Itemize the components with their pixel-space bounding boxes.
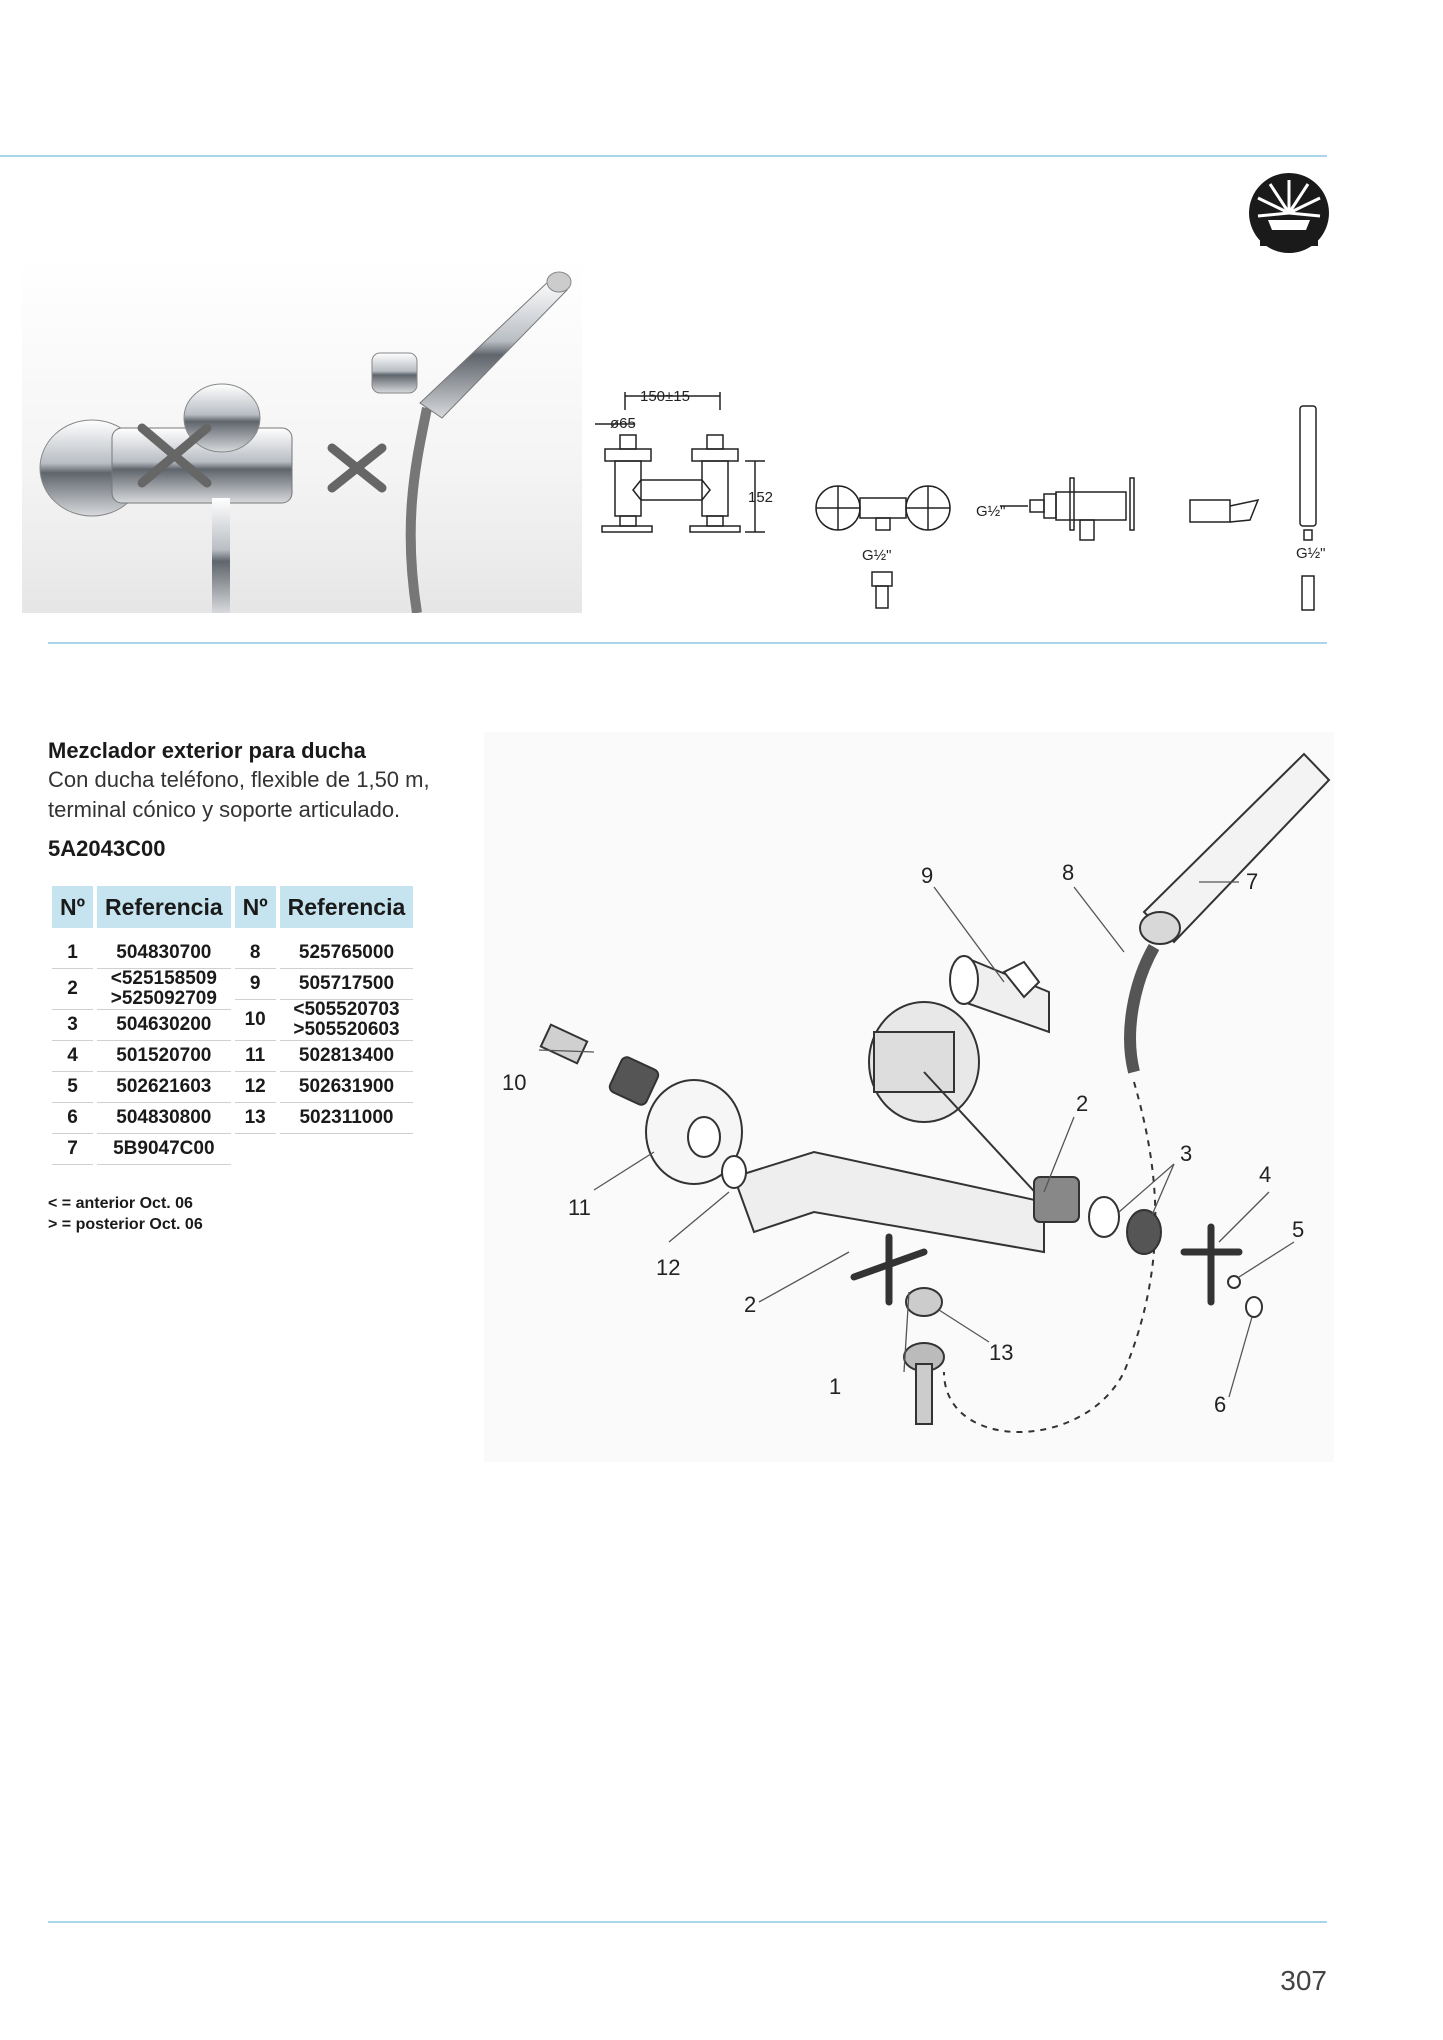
part-number: 8 [234, 938, 276, 969]
part-reference-line: <525158509 [110, 968, 217, 989]
part-reference: <525158509 >525092709 [97, 969, 231, 1010]
table-row: 10 <505520703 >505520603 [52, 1000, 414, 1041]
table-row: 6 504830800 13 502311000 [52, 1103, 414, 1134]
shower-category-icon [1249, 173, 1329, 253]
part-reference: 504630200 [97, 1010, 231, 1041]
svg-text:G½": G½" [1296, 545, 1326, 562]
part-number: 9 [234, 969, 276, 1000]
svg-text:152: 152 [748, 489, 773, 506]
part-reference: 502813400 [279, 1041, 414, 1072]
callout-label: 5 [1292, 1217, 1304, 1242]
header-number: Nº [52, 886, 94, 928]
product-title: Mezclador exterior para ducha [48, 738, 366, 763]
top-rule [0, 155, 1327, 157]
callout-label: 2 [744, 1292, 756, 1317]
callout-label: 7 [1246, 869, 1258, 894]
callout-label: 4 [1259, 1162, 1271, 1187]
part-number: 10 [234, 1000, 276, 1041]
product-description-line2: terminal cónico y soporte articulado. [48, 797, 401, 822]
part-number: 12 [234, 1072, 276, 1103]
table-row: 7 5B9047C00 [52, 1134, 413, 1165]
header-reference: Referencia [97, 886, 231, 928]
product-description-line1: Con ducha teléfono, flexible de 1,50 m, [48, 767, 430, 792]
part-reference: 504830700 [97, 938, 231, 969]
dimension-drawings: 150±15 ø65 152 G½" G½" G½" [595, 388, 1326, 611]
callout-label: 2 [1076, 1091, 1088, 1116]
table-row: 3 504630200 [52, 1010, 413, 1041]
svg-text:ø65: ø65 [610, 415, 636, 432]
part-reference: 502311000 [279, 1103, 414, 1134]
part-reference-line: <505520703 [293, 999, 400, 1020]
exploded-view-diagram: 9 8 7 10 11 12 2 1 2 3 4 5 6 13 [484, 732, 1334, 1462]
callout-label: 3 [1180, 1141, 1192, 1166]
middle-rule [48, 642, 1327, 644]
part-reference: <505520703 >505520603 [279, 999, 414, 1041]
part-number: 2 [52, 969, 94, 1010]
table-row: 1 504830700 8 525765000 [52, 938, 414, 969]
page-number: 307 [1280, 1965, 1327, 1996]
header-reference: Referencia [279, 886, 414, 928]
part-number: 3 [52, 1010, 94, 1041]
table-row: 4 501520700 11 502813400 [52, 1041, 414, 1072]
table-row: 2 <525158509 >525092709 9 505717500 [52, 969, 414, 1010]
legend-line: < = anterior Oct. 06 [48, 1195, 193, 1212]
product-code: 5A2043C00 [48, 836, 166, 861]
callout-label: 9 [921, 863, 933, 888]
part-number: 6 [52, 1103, 94, 1134]
product-info: Mezclador exterior para ducha Con ducha … [48, 738, 488, 862]
svg-text:150±15: 150±15 [640, 388, 690, 405]
part-number: 5 [52, 1072, 94, 1103]
svg-text:G½": G½" [862, 547, 892, 564]
part-number: 1 [52, 938, 94, 969]
part-reference: 502621603 [97, 1072, 231, 1103]
callout-label: 1 [829, 1374, 841, 1399]
part-reference: 502631900 [279, 1072, 414, 1103]
callout-label: 10 [502, 1070, 526, 1095]
part-number: 13 [234, 1103, 276, 1134]
part-number: 7 [52, 1134, 94, 1165]
part-number: 11 [234, 1041, 276, 1072]
part-reference-line: >525092709 [110, 988, 217, 1009]
callout-label: 12 [656, 1255, 680, 1280]
callout-label: 8 [1062, 860, 1074, 885]
part-number: 4 [52, 1041, 94, 1072]
legend-line: > = posterior Oct. 06 [48, 1216, 203, 1233]
product-photo [22, 258, 582, 614]
callout-label: 11 [568, 1195, 591, 1220]
svg-text:G½": G½" [976, 503, 1006, 520]
callout-label: 13 [989, 1340, 1013, 1365]
table-row: 5 502621603 12 502631900 [52, 1072, 414, 1103]
part-reference-line: >505520603 [293, 1019, 400, 1040]
part-reference: 5B9047C00 [97, 1134, 231, 1165]
part-reference: 505717500 [279, 969, 414, 1000]
legend: < = anterior Oct. 06 > = posterior Oct. … [48, 1193, 203, 1235]
part-reference: 504830800 [97, 1103, 231, 1134]
parts-table: Nº Referencia Nº Referencia 1 504830700 … [48, 886, 417, 1165]
part-reference: 501520700 [97, 1041, 231, 1072]
bottom-rule [48, 1921, 1327, 1923]
header-number: Nº [234, 886, 276, 928]
callout-label: 6 [1214, 1392, 1226, 1417]
part-reference: 525765000 [279, 938, 414, 969]
